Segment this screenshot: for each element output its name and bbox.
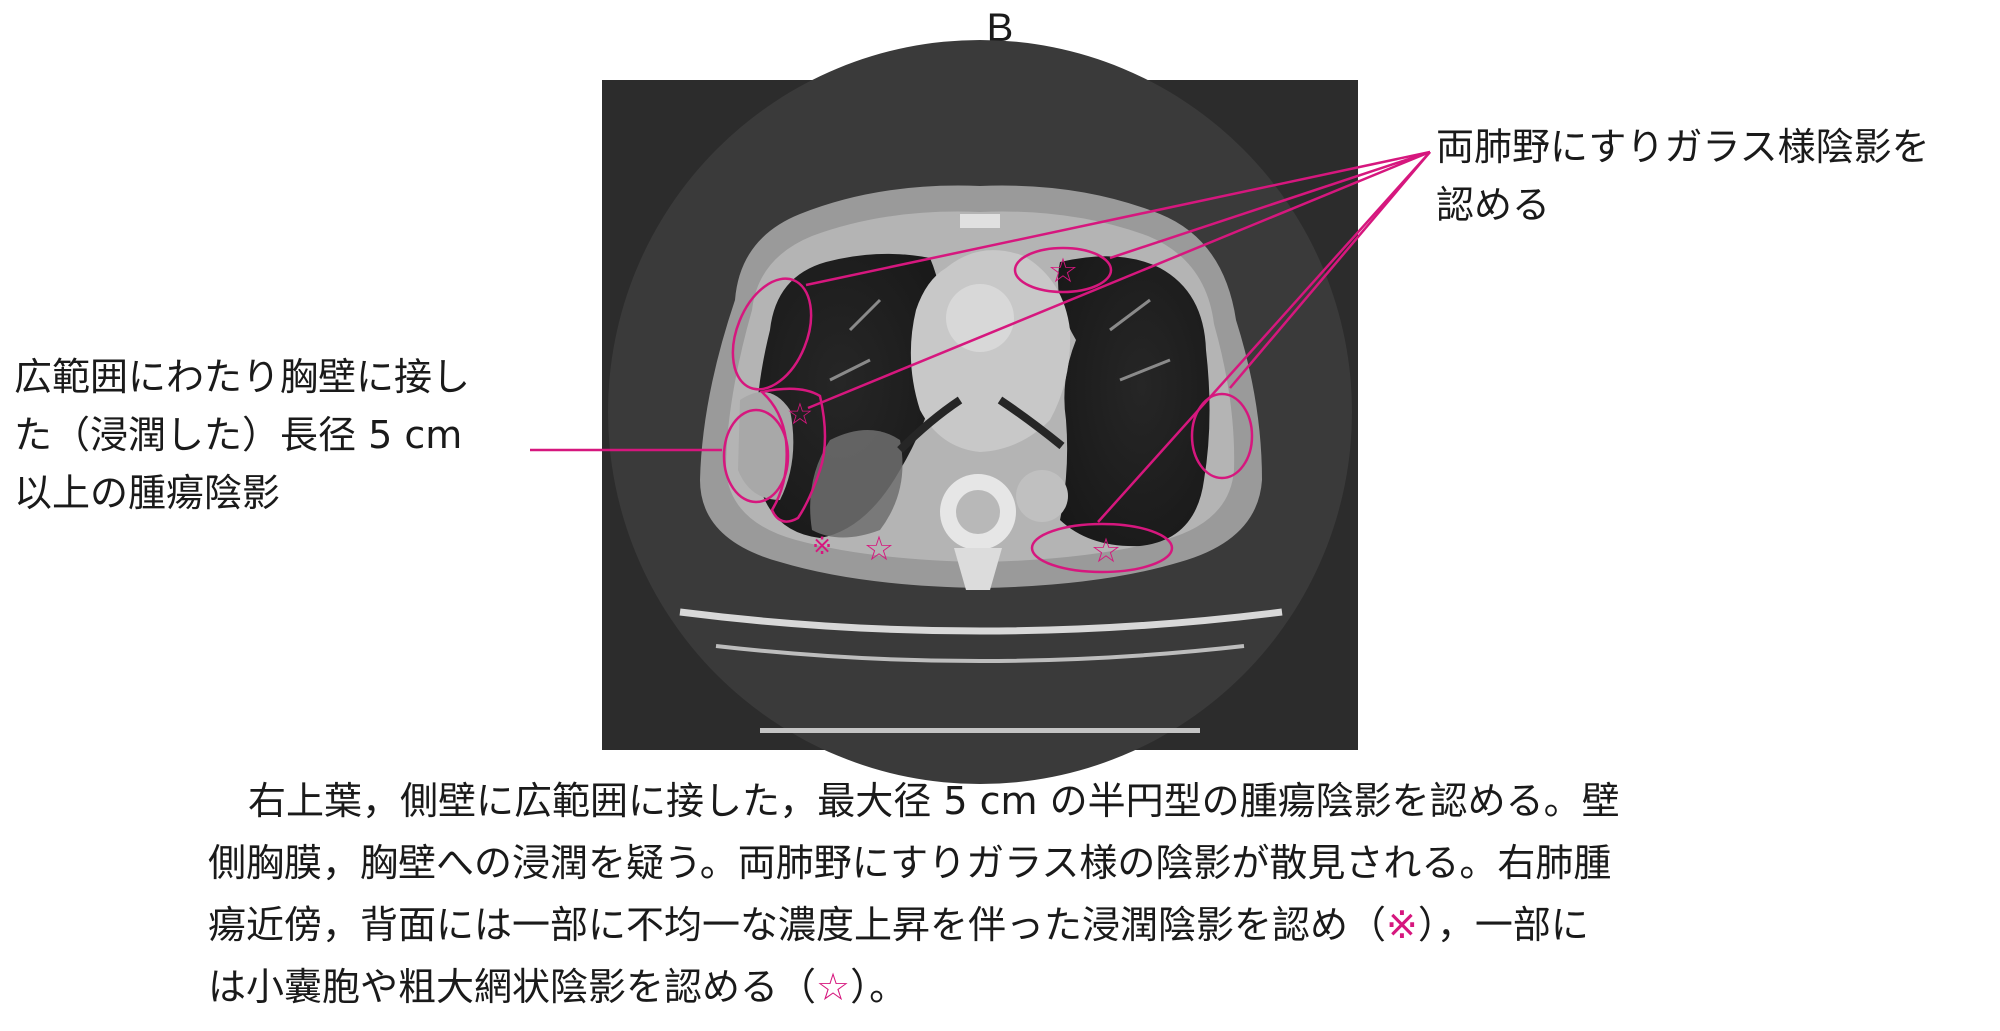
ct-aorta [946,284,1014,352]
ggo-ellipse-anterior [1013,246,1113,294]
leader-line [1109,150,1431,260]
caption-line: 右上葉，側壁に広範囲に接した，最大径 5 cm の半円型の腫瘍陰影を認める。壁 [248,779,1620,823]
star-marker: ☆ [864,529,894,569]
caption-line: 側胸膜，胸壁への浸潤を疑う。両肺野にすりガラス様の陰影が散見される。右肺腫 [208,841,1612,885]
tumor-label-line: 広範囲にわたり胸壁に接し [14,355,471,399]
ct-spinal-process [954,548,1002,590]
star-mark: ☆ [816,965,851,1009]
ct-table-line [679,608,1283,635]
leader-line [807,150,1431,410]
ggo-ellipse-left-posterior [1030,522,1174,574]
ggo-label-line: 認める [1436,183,1551,227]
leader-line [1229,151,1431,389]
ggo-ellipse-left-lateral [1190,392,1254,480]
ct-consolidation [810,430,903,538]
caption-line: 瘍近傍，背面には一部に不均一な濃度上昇を伴った浸潤陰影を認め（※），一部に [208,903,1589,947]
reference-mark: ※ [1386,903,1418,947]
ggo-ellipse-right-lateral [731,277,813,391]
tumor-label-line: 以上の腫瘍陰影 [14,471,281,515]
ggo-label-line: 両肺野にすりガラス様陰影を [1436,125,1930,169]
ct-bronchus [897,396,963,453]
ct-table-bar [760,728,1200,733]
star-marker: ☆ [1048,251,1078,291]
leader-line [805,150,1431,287]
tumor-ellipse [722,408,790,504]
caption-line: は小囊胞や粗大網状陰影を認める（☆）。 [208,965,908,1009]
ct-tumor-shadow [738,392,794,500]
ct-bronchus [997,396,1065,450]
star-marker: ☆ [787,397,814,432]
ct-table-line [715,644,1245,663]
ggo-label: 両肺野にすりガラス様陰影を 認める [1436,118,1996,234]
ct-image [602,40,1358,784]
reference-marker: ※ [812,532,832,560]
annotation-overlays [530,150,1431,574]
ct-vessel [829,298,1171,382]
ct-sternum [960,214,1000,228]
tumor-label-line: た（浸潤した）長径 5 cm [14,413,463,457]
figure-caption: 右上葉，側壁に広範囲に接した，最大径 5 cm の半円型の腫瘍陰影を認める。壁 … [208,770,1808,1018]
tumor-label: 広範囲にわたり胸壁に接し た（浸潤した）長径 5 cm 以上の腫瘍陰影 [14,348,534,522]
star-marker: ☆ [1091,531,1121,571]
ct-lung-left [1058,256,1210,547]
ct-descending-aorta [1016,470,1068,522]
leader-line [1097,151,1431,523]
tumor-outline [759,387,827,523]
